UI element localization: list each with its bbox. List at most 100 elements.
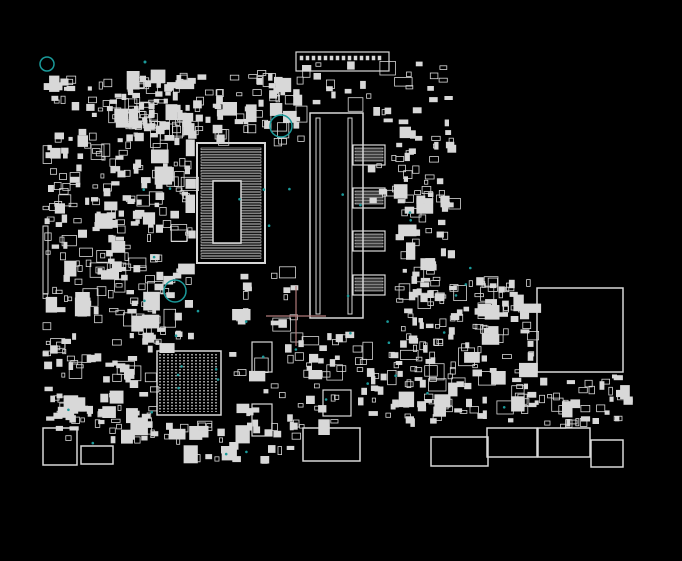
smd-component	[396, 142, 403, 148]
smd-component	[63, 241, 68, 249]
smd-component	[580, 404, 591, 413]
smd-component	[432, 143, 437, 149]
smd-component	[109, 390, 124, 404]
major-components-layer	[42, 51, 624, 468]
smd-component	[71, 102, 80, 111]
smd-component	[505, 282, 515, 292]
smd-component	[336, 365, 347, 372]
crosshair-cursor	[266, 286, 326, 346]
via	[238, 197, 241, 201]
smd-component	[289, 422, 298, 430]
smd-component	[175, 119, 181, 126]
smd-component	[361, 387, 368, 395]
smd-component	[85, 259, 92, 268]
smd-component	[257, 70, 267, 76]
smd-component	[147, 345, 153, 353]
smd-component	[352, 345, 363, 353]
smd-component	[423, 393, 434, 401]
smd-component	[258, 99, 264, 107]
smd-component	[481, 333, 500, 345]
smd-component	[111, 240, 126, 253]
smd-component	[400, 340, 407, 348]
smd-component	[415, 61, 423, 67]
smd-component	[553, 392, 560, 401]
smd-component	[414, 190, 422, 196]
smd-component	[44, 218, 50, 225]
smd-component	[403, 170, 413, 179]
smd-component	[45, 340, 51, 345]
smd-component	[153, 98, 160, 103]
smd-component	[268, 73, 273, 81]
smd-component	[118, 149, 128, 156]
memory-slot-rail	[315, 117, 321, 315]
smd-component	[430, 280, 440, 287]
smd-component	[254, 357, 269, 374]
smd-component	[604, 410, 610, 415]
smd-component	[499, 312, 509, 317]
smd-component	[204, 89, 214, 96]
smd-component	[125, 141, 132, 149]
memory-ic-pin	[354, 236, 384, 239]
smd-component	[166, 292, 175, 299]
memory-ic-pin	[354, 289, 384, 292]
smd-component	[195, 114, 203, 122]
smd-component	[150, 132, 158, 138]
smd-component	[75, 291, 90, 307]
smd-component	[61, 338, 71, 345]
via	[67, 408, 70, 412]
smd-component	[315, 62, 322, 67]
smd-component	[516, 384, 524, 390]
smd-component	[79, 247, 93, 257]
smd-component	[164, 433, 170, 440]
smd-component	[150, 69, 166, 84]
smd-component	[295, 105, 308, 123]
smd-component	[403, 176, 409, 182]
smd-component	[380, 373, 387, 381]
smd-component	[330, 419, 339, 424]
smd-component	[94, 419, 101, 428]
smd-component	[126, 289, 135, 295]
smd-component	[623, 396, 633, 405]
smd-component	[314, 405, 320, 411]
smd-component	[484, 304, 500, 320]
smd-component	[129, 380, 139, 389]
via	[394, 374, 397, 378]
smd-component	[52, 286, 57, 294]
smd-component	[326, 86, 333, 92]
smd-component	[398, 391, 415, 408]
smd-component	[229, 74, 240, 81]
smd-component	[427, 301, 434, 306]
smd-component	[299, 424, 305, 429]
smd-component	[106, 250, 113, 257]
smd-component	[44, 386, 53, 392]
smd-component	[133, 132, 138, 137]
smd-component	[481, 355, 487, 362]
smd-component	[431, 261, 437, 266]
smd-component	[141, 182, 148, 189]
smd-component	[50, 395, 56, 403]
via	[261, 355, 265, 359]
memory-ic-pin	[354, 242, 384, 245]
cpu-ball-row	[200, 154, 262, 157]
smd-component	[450, 313, 460, 321]
smd-component	[306, 362, 312, 367]
smd-component	[580, 416, 591, 422]
via	[386, 320, 389, 323]
mounting-hole	[269, 114, 293, 138]
via	[143, 60, 147, 64]
smd-component	[57, 406, 65, 416]
memory-ic-pin	[354, 202, 384, 205]
smd-component	[424, 262, 431, 269]
smd-component	[175, 80, 195, 90]
smd-component	[395, 156, 405, 162]
smd-component	[65, 435, 72, 441]
smd-component	[89, 262, 108, 278]
smd-component	[418, 317, 423, 323]
smd-component	[290, 285, 299, 291]
smd-component	[578, 387, 588, 394]
cpu-ball-row	[200, 166, 262, 170]
smd-component	[54, 203, 66, 214]
cpu-ball-row	[200, 147, 262, 150]
smd-component	[544, 420, 551, 426]
